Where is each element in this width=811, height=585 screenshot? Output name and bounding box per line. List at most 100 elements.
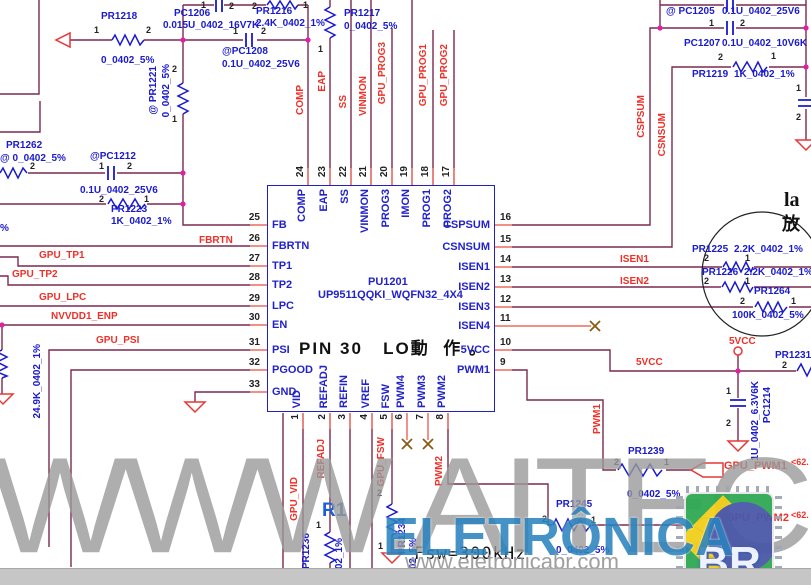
chip-pin-num: 20 [379, 166, 390, 178]
resistor-PR1217 [323, 6, 337, 39]
chip-pin-num: 6 [394, 414, 405, 420]
terminal-num: 2 [740, 18, 746, 28]
terminal-num: 2 [614, 457, 620, 467]
chip-pin-num: 5 [379, 414, 390, 420]
chip-pin-num: 23 [317, 166, 328, 178]
val-PR1225: 2.2K_0402_1% [734, 244, 803, 255]
net-PWM2: PWM2 [434, 456, 445, 486]
capacitor-PC1212 [107, 166, 115, 180]
resistor-PR1216 [266, 0, 299, 11]
chip-pin-num: 27 [248, 253, 260, 264]
val-PC1205: 0.1U_0402_25V6 [722, 6, 800, 17]
ground-icon [0, 393, 15, 406]
chip-pin-name: VINMON [359, 189, 371, 233]
ref-PR1216: PR1216 [256, 6, 293, 17]
net-COMP: COMP [295, 85, 306, 115]
noconnect-x-icon [589, 320, 601, 332]
resistor-24K9 [0, 349, 10, 379]
val-PR1216: 2.4K_0402_1% [256, 18, 325, 29]
ground-symbols [0, 139, 811, 565]
capacitor-PC1207 [726, 21, 734, 35]
terminal-num: 2 [261, 26, 267, 36]
chip-pin-name: TP1 [272, 260, 293, 272]
scrollbar-horizontal[interactable] [0, 568, 811, 585]
chip-pin-num: 2 [317, 414, 328, 420]
val-PC1208: 0.1U_0402_25V6 [222, 59, 300, 70]
ref-PR1239: PR1239 [628, 446, 665, 457]
ref-PR1226: PR1226 [702, 267, 739, 278]
chip-pin-num: 13 [500, 274, 512, 285]
ref-PR1221: @ PR1221 [148, 66, 159, 115]
resistor-PR1221 [176, 82, 190, 115]
ref-PR1245: PR1245 [556, 499, 593, 510]
chip-refdes: PU1201 [368, 276, 408, 288]
terminal-num: 1 [664, 457, 670, 467]
chip-pin-num: 15 [500, 234, 512, 245]
resistor-PR1234 [385, 503, 399, 536]
chip-pin-num: 1 [290, 414, 301, 420]
resistor-PR1225 [722, 260, 754, 274]
chip-pin-num: 22 [338, 166, 349, 178]
val-PR1262: @ 0_0402_5% [0, 153, 66, 164]
resistor-PR1223 [107, 197, 146, 211]
net-GPU_LPC: GPU_LPC [39, 292, 87, 303]
annotation-fang: 放 [782, 214, 800, 234]
chip-pin-name: COMP [296, 189, 308, 222]
terminal-num: 1 [745, 253, 751, 263]
val-PR1245: 0_0402_5% [556, 545, 610, 556]
ref-PR1264: PR1264 [754, 286, 791, 297]
chip-pin-name: SS [339, 189, 351, 204]
terminal-num: 1 [318, 44, 324, 54]
chip-pin-num: 8 [435, 414, 446, 420]
ground-icon [183, 401, 207, 414]
chip-pin-num: 32 [248, 357, 260, 368]
chip-pin-name: CSNSUM [442, 241, 490, 253]
chip-pin-name: ISEN4 [458, 320, 490, 332]
net-5VCC-wire: 5VCC [636, 357, 663, 368]
net-CSNSUM: CSNSUM [657, 113, 668, 157]
chip-pin-name: VREF [360, 378, 372, 408]
chip-pin-num: 31 [248, 337, 260, 348]
junction-dots [0, 25, 809, 374]
terminal-num: 2 [252, 1, 258, 11]
terminal-num: 1 [94, 25, 100, 35]
ref-PR1234: PR1234 [397, 518, 408, 555]
val-PR1219: 1K_0402_1% [734, 69, 795, 80]
annotation-la: la [784, 189, 800, 211]
ground-icon [380, 552, 404, 565]
val-24K9: 24.9K_0402_1% [32, 344, 43, 419]
chip-partnumber: UP9511QQKI_WQFN32_4X4 [318, 289, 463, 301]
chip-pin-name: PWM1 [457, 364, 490, 376]
terminal-num: 2 [796, 112, 802, 122]
val-PR1226: 2.2K_0402_1% [744, 267, 811, 278]
chip-pin-num: 24 [295, 166, 306, 178]
chip-pin-name: ISEN1 [458, 261, 490, 273]
terminal-num: 2 [542, 514, 548, 524]
terminal-num: 1 [771, 51, 777, 61]
ref-PR1225: PR1225 [692, 244, 729, 255]
val-PR1217: 0_0402_5% [344, 21, 398, 32]
chip-pin-name: CSPSUM [442, 219, 490, 231]
chip-pin-num: 18 [420, 166, 431, 178]
terminal-num: 2 [127, 161, 133, 171]
resistor-PR1236 [323, 531, 337, 564]
noconnect-x-icon [422, 438, 434, 450]
ref-PR1262: PR1262 [6, 140, 43, 151]
chip-pin-name: REFADJ [318, 364, 330, 408]
terminal-num: 2 [99, 194, 105, 204]
pageref-62: <62. [791, 510, 809, 520]
ref-PC1208: @PC1208 [222, 46, 268, 57]
terminal-num: 2 [229, 1, 235, 11]
power-symbol-5vcc [733, 346, 743, 356]
terminal-num: 2 [704, 276, 710, 286]
pin-stubs [250, 168, 591, 440]
chip-pin-name: PSI [272, 344, 290, 356]
noconnect-marks [401, 320, 601, 450]
ref-PC1214: PC1214 [762, 387, 773, 424]
terminal-num: 2 [704, 253, 710, 263]
val-PC1212: 0.1U_0402_25V6 [80, 185, 158, 196]
chip-pin-name: PWM2 [436, 375, 448, 408]
highlight-circle [701, 211, 811, 337]
net-GPU_FSW: GPU_FSW [376, 437, 387, 487]
